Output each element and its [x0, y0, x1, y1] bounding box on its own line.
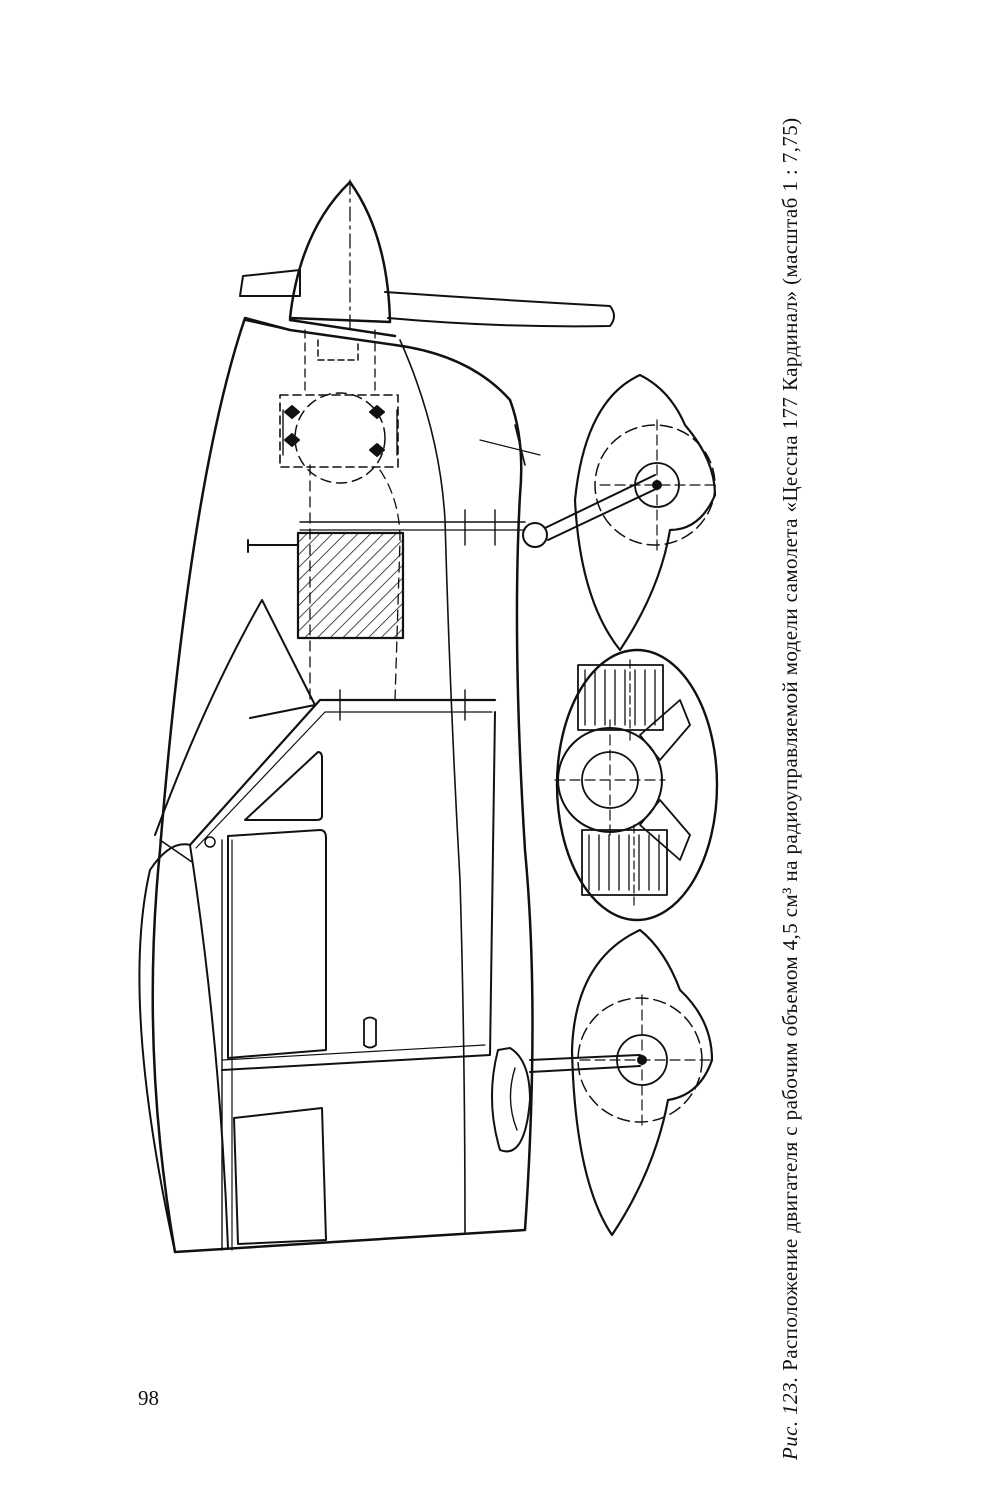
fuselage-outline: [151, 316, 534, 1254]
firewall-lines: [299, 424, 541, 721]
propeller: [239, 269, 615, 328]
page-number: 98: [138, 1386, 159, 1410]
figure-caption-text: Расположение двигателя с рабочим объемом…: [778, 117, 802, 1371]
landing-gear-struts: [490, 474, 659, 1153]
figure-label: Рис. 123.: [778, 1376, 802, 1461]
nose-wheel: [573, 373, 717, 652]
figure-caption: Рис. 123. Расположение двигателя с рабоч…: [776, 80, 804, 1460]
cowling-front-view: [554, 648, 719, 922]
cylinder-fins-upper: [577, 659, 664, 741]
canopy: [138, 599, 497, 1253]
main-wheel: [570, 928, 714, 1237]
cylinder-fins-lower: [581, 824, 668, 906]
spinner: [288, 179, 392, 331]
windows: [204, 711, 496, 1251]
engine: [279, 329, 401, 701]
fuel-tank: [247, 531, 405, 640]
